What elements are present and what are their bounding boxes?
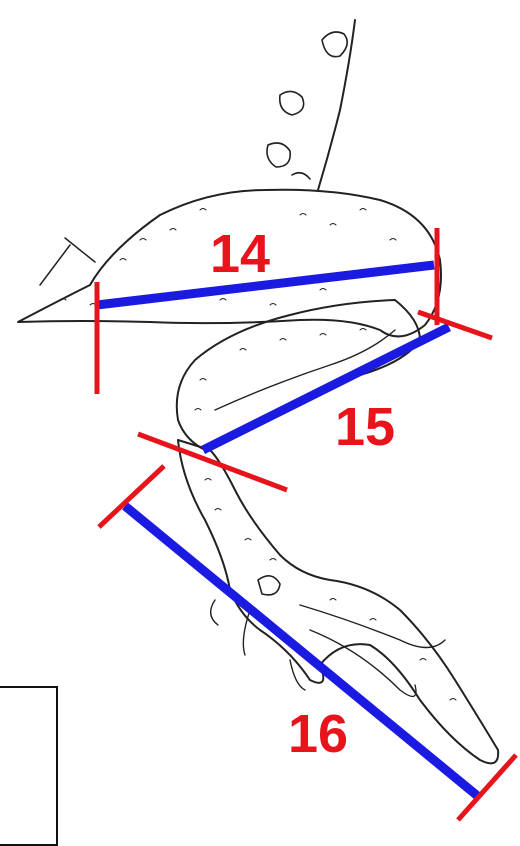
measure-line-15 xyxy=(203,327,449,450)
tick-16-start xyxy=(99,466,164,527)
measure-segment-14: 14 xyxy=(97,224,437,394)
inset-frame xyxy=(0,686,58,846)
measurement-overlay: 14 15 16 xyxy=(97,224,516,820)
label-14: 14 xyxy=(210,224,270,284)
measure-segment-15: 15 xyxy=(138,312,492,490)
toe-lines xyxy=(211,600,445,696)
leg-drawing xyxy=(18,20,498,763)
label-16: 16 xyxy=(288,704,348,764)
leg-measurement-diagram: 14 15 16 xyxy=(0,0,520,823)
foot-tubercle xyxy=(258,576,280,595)
label-15: 15 xyxy=(335,397,395,457)
plant-foliage xyxy=(267,32,347,179)
thigh-fold xyxy=(40,238,95,285)
measure-segment-16: 16 xyxy=(99,466,516,820)
